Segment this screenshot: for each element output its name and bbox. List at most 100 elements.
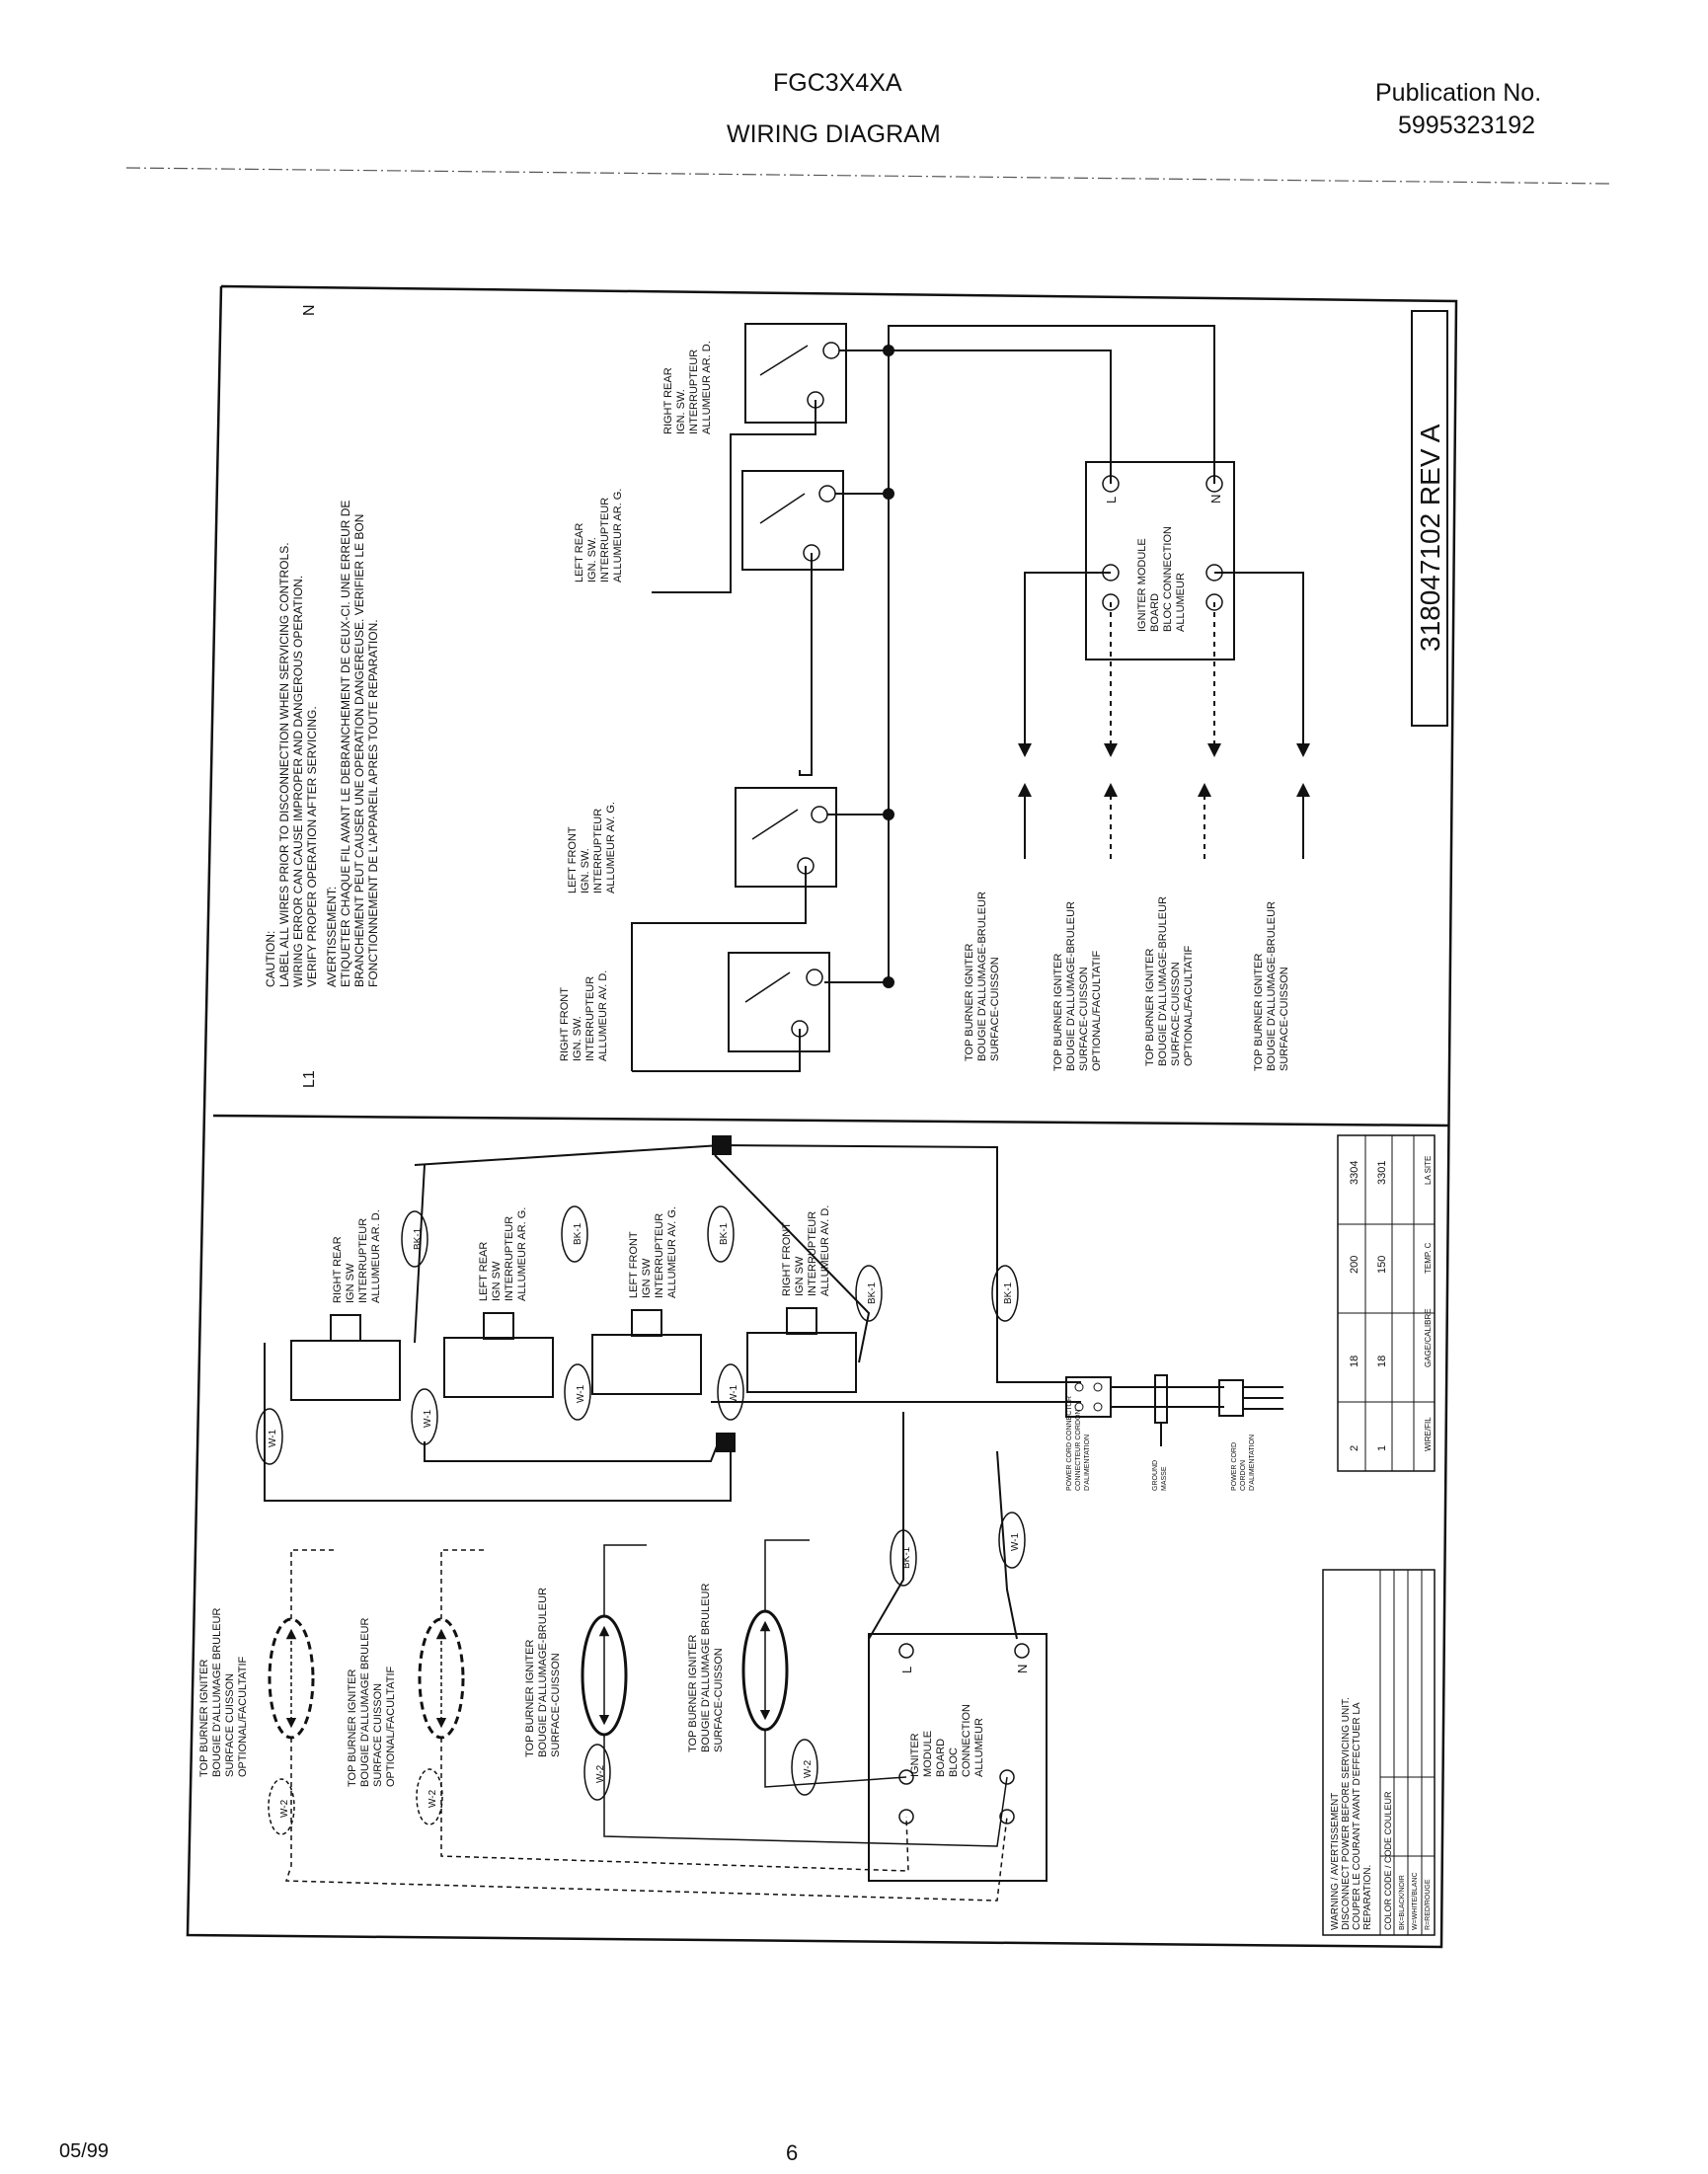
warning-line: DISCONNECT POWER BEFORE SERVICING UNIT. — [1341, 1697, 1352, 1930]
pic-switch-lf-line: INTERRUPTEUR — [654, 1213, 665, 1298]
sch-switch-lf-line: IGN. SW. — [580, 848, 591, 893]
svg-text:W-1: W-1 — [423, 1409, 433, 1428]
wire-table-cell: 150 — [1376, 1256, 1388, 1274]
pictorial-wire-tags: BK-1 BK-1 BK-1 BK-1 BK-1 W-1 W-1 W-1 W-1… — [256, 1205, 1026, 1835]
sch-module-line: ALLUMEUR — [1175, 573, 1187, 632]
svg-text:W-1: W-1 — [1010, 1532, 1021, 1551]
svg-text:BK-1: BK-1 — [573, 1222, 583, 1245]
sch-module-line: BLOC CONNECTION — [1162, 526, 1174, 632]
schematic-wiring — [631, 325, 1215, 1072]
pic-igniter-3-line: TOP BURNER IGNITER — [524, 1640, 536, 1757]
sch-igniter-3-line: SURFACE-CUISSON — [1170, 962, 1182, 1066]
sch-switch-lf-line: LEFT FRONT — [567, 826, 579, 893]
legend-header-line: COLOR CODE / CODE COULEUR — [1383, 1791, 1393, 1930]
svg-text:BK-1: BK-1 — [901, 1546, 912, 1569]
svg-text:BK-1: BK-1 — [867, 1281, 878, 1304]
caution-line: CAUTION: — [264, 931, 277, 987]
section-divider — [212, 1114, 1450, 1127]
pic-switch-lr-line: IGN SW — [491, 1261, 503, 1301]
publication-number: 5995323192 — [1398, 112, 1536, 139]
power-cord-assembly — [1065, 1374, 1283, 1446]
schematic-igniter-labels: TOP BURNER IGNITER BOUGIE D'ALLUMAGE-BRUL… — [964, 892, 1290, 1071]
warning-line: REPARATION. — [1362, 1865, 1373, 1930]
svg-text:W-1: W-1 — [268, 1429, 278, 1447]
sch-igniter-4-line: BOUGIE D'ALLUMAGE-BRULEUR — [1266, 901, 1278, 1071]
pic-igniter-1-line: SURFACE CUISSON — [224, 1673, 236, 1777]
avertissement-line: FONCTIONNEMENT DE L'APPAREIL APRES TOUTE… — [366, 619, 380, 987]
sch-module-line: BOARD — [1149, 593, 1161, 632]
pic-igniter-1-line: TOP BURNER IGNITER — [198, 1660, 210, 1777]
igniter-leads-pictorial — [284, 1539, 1008, 1902]
sch-igniter-1-line: TOP BURNER IGNITER — [964, 944, 975, 1061]
page-number: 6 — [786, 2140, 799, 2165]
caution-block: CAUTION:LABEL ALL WIRES PRIOR TO DISCONN… — [264, 501, 380, 987]
pictorial-switch-bodies — [290, 1307, 857, 1401]
sch-switch-rf-line: ALLUMEUR AV. D. — [597, 971, 609, 1061]
pic-switch-rf-line: ALLUMEUR AV. D. — [819, 1205, 831, 1296]
svg-text:W-1: W-1 — [576, 1384, 586, 1403]
wire-table-header-line: LA SITE — [1424, 1156, 1433, 1185]
pic-switch-rr-line: IGN SW — [345, 1263, 356, 1303]
pic-switch-rf-line: INTERRUPTEUR — [807, 1211, 818, 1296]
power-cord-line: D'ALIMENTATION — [1249, 1435, 1256, 1491]
header-rule — [125, 167, 1610, 185]
pic-switch-lf-line: LEFT FRONT — [628, 1231, 640, 1298]
warning-line: WARNING / AVERTISSEMENT — [1330, 1793, 1341, 1930]
sch-igniter-3-line: BOUGIE D'ALLUMAGE-BRULEUR — [1157, 896, 1169, 1066]
pic-switch-lr-line: ALLUMEUR AR. G. — [516, 1207, 528, 1301]
sch-module-line: IGNITER MODULE — [1136, 538, 1148, 632]
pic-switch-rr-line: INTERRUPTEUR — [357, 1218, 369, 1303]
sch-switch-lf-line: ALLUMEUR AV. G. — [605, 802, 617, 893]
legend-row-line: R=RED/ROUGE — [1425, 1879, 1432, 1930]
page-title: WIRING DIAGRAM — [727, 120, 941, 148]
power-cord-line: CORDON — [1240, 1460, 1247, 1491]
pic-module-line: BOARD — [935, 1739, 947, 1777]
sch-igniter-2-line: OPTIONAL/FACULTATIF — [1091, 950, 1103, 1071]
wire-table-cell: 3304 — [1349, 1161, 1360, 1185]
pic-switch-lf-line: IGN SW — [641, 1258, 653, 1298]
switch-left-rear — [741, 470, 844, 571]
sch-switch-rf-line: IGN. SW. — [572, 1016, 583, 1061]
pic-igniter-1-line: OPTIONAL/FACULTATIF — [237, 1656, 249, 1777]
sch-switch-lr-line: IGN. SW. — [586, 537, 598, 582]
pic-igniter-1-line: BOUGIE D'ALLUMAGE BRULEUR — [211, 1608, 223, 1777]
pic-module-line: BLOC — [948, 1747, 960, 1777]
switch-right-front — [728, 952, 830, 1052]
pic-module-line: MODULE — [922, 1731, 934, 1777]
caution-line: WIRING ERROR CAN CAUSE IMPROPER AND DANG… — [291, 576, 305, 987]
pic-switch-rf-line: IGN SW — [794, 1256, 806, 1296]
sch-igniter-3-line: OPTIONAL/FACULTATIF — [1183, 945, 1195, 1066]
splice-top — [712, 1135, 732, 1155]
sch-switch-rr-line: RIGHT REAR — [662, 367, 674, 434]
drawing-number: 318047102 REV A — [1415, 424, 1445, 652]
sch-switch-rf-line: RIGHT FRONT — [559, 987, 571, 1061]
avertissement-line: ETIQUETER CHAQUE FIL AVANT LE DEBRANCHEM… — [339, 501, 352, 987]
warning-line: COUPER LE COURANT AVANT D'EFFECTUER LA — [1352, 1702, 1362, 1930]
sch-switch-lf-line: INTERRUPTEUR — [592, 809, 604, 893]
schematic-diagram: N L1 CAUTION:LABEL ALL WIRES PRIOR TO DI… — [264, 304, 1448, 1088]
cord-connector-line: POWER CORD CONNECTOR — [1066, 1396, 1073, 1491]
sch-switch-lr-line: LEFT REAR — [574, 523, 585, 582]
publication-label: Publication No. — [1375, 79, 1542, 107]
svg-text:BK-1: BK-1 — [1003, 1281, 1014, 1304]
cord-connector-line: CONNECTEUR CORDON — [1075, 1410, 1082, 1491]
diagram-frame — [186, 284, 1458, 1949]
sch-igniter-2-line: TOP BURNER IGNITER — [1052, 954, 1064, 1071]
footer-date: 05/99 — [59, 2140, 110, 2162]
sch-switch-rr-line: INTERRUPTEUR — [688, 349, 700, 434]
cord-connector-line: D'ALIMENTATION — [1084, 1435, 1091, 1491]
sch-switch-rf-line: INTERRUPTEUR — [584, 976, 596, 1061]
pic-igniter-2-line: SURFACE CUISSON — [372, 1683, 384, 1787]
igniter-leads — [1018, 572, 1310, 859]
pic-igniter-4-line: BOUGIE D'ALLUMAGE BRULEUR — [700, 1584, 712, 1752]
splice-bottom — [716, 1433, 736, 1452]
sch-igniter-1-line: SURFACE-CUISSON — [989, 957, 1001, 1061]
legend-row-line: W=WHITE/BLANC — [1412, 1872, 1419, 1930]
svg-text:W-2: W-2 — [279, 1799, 290, 1818]
